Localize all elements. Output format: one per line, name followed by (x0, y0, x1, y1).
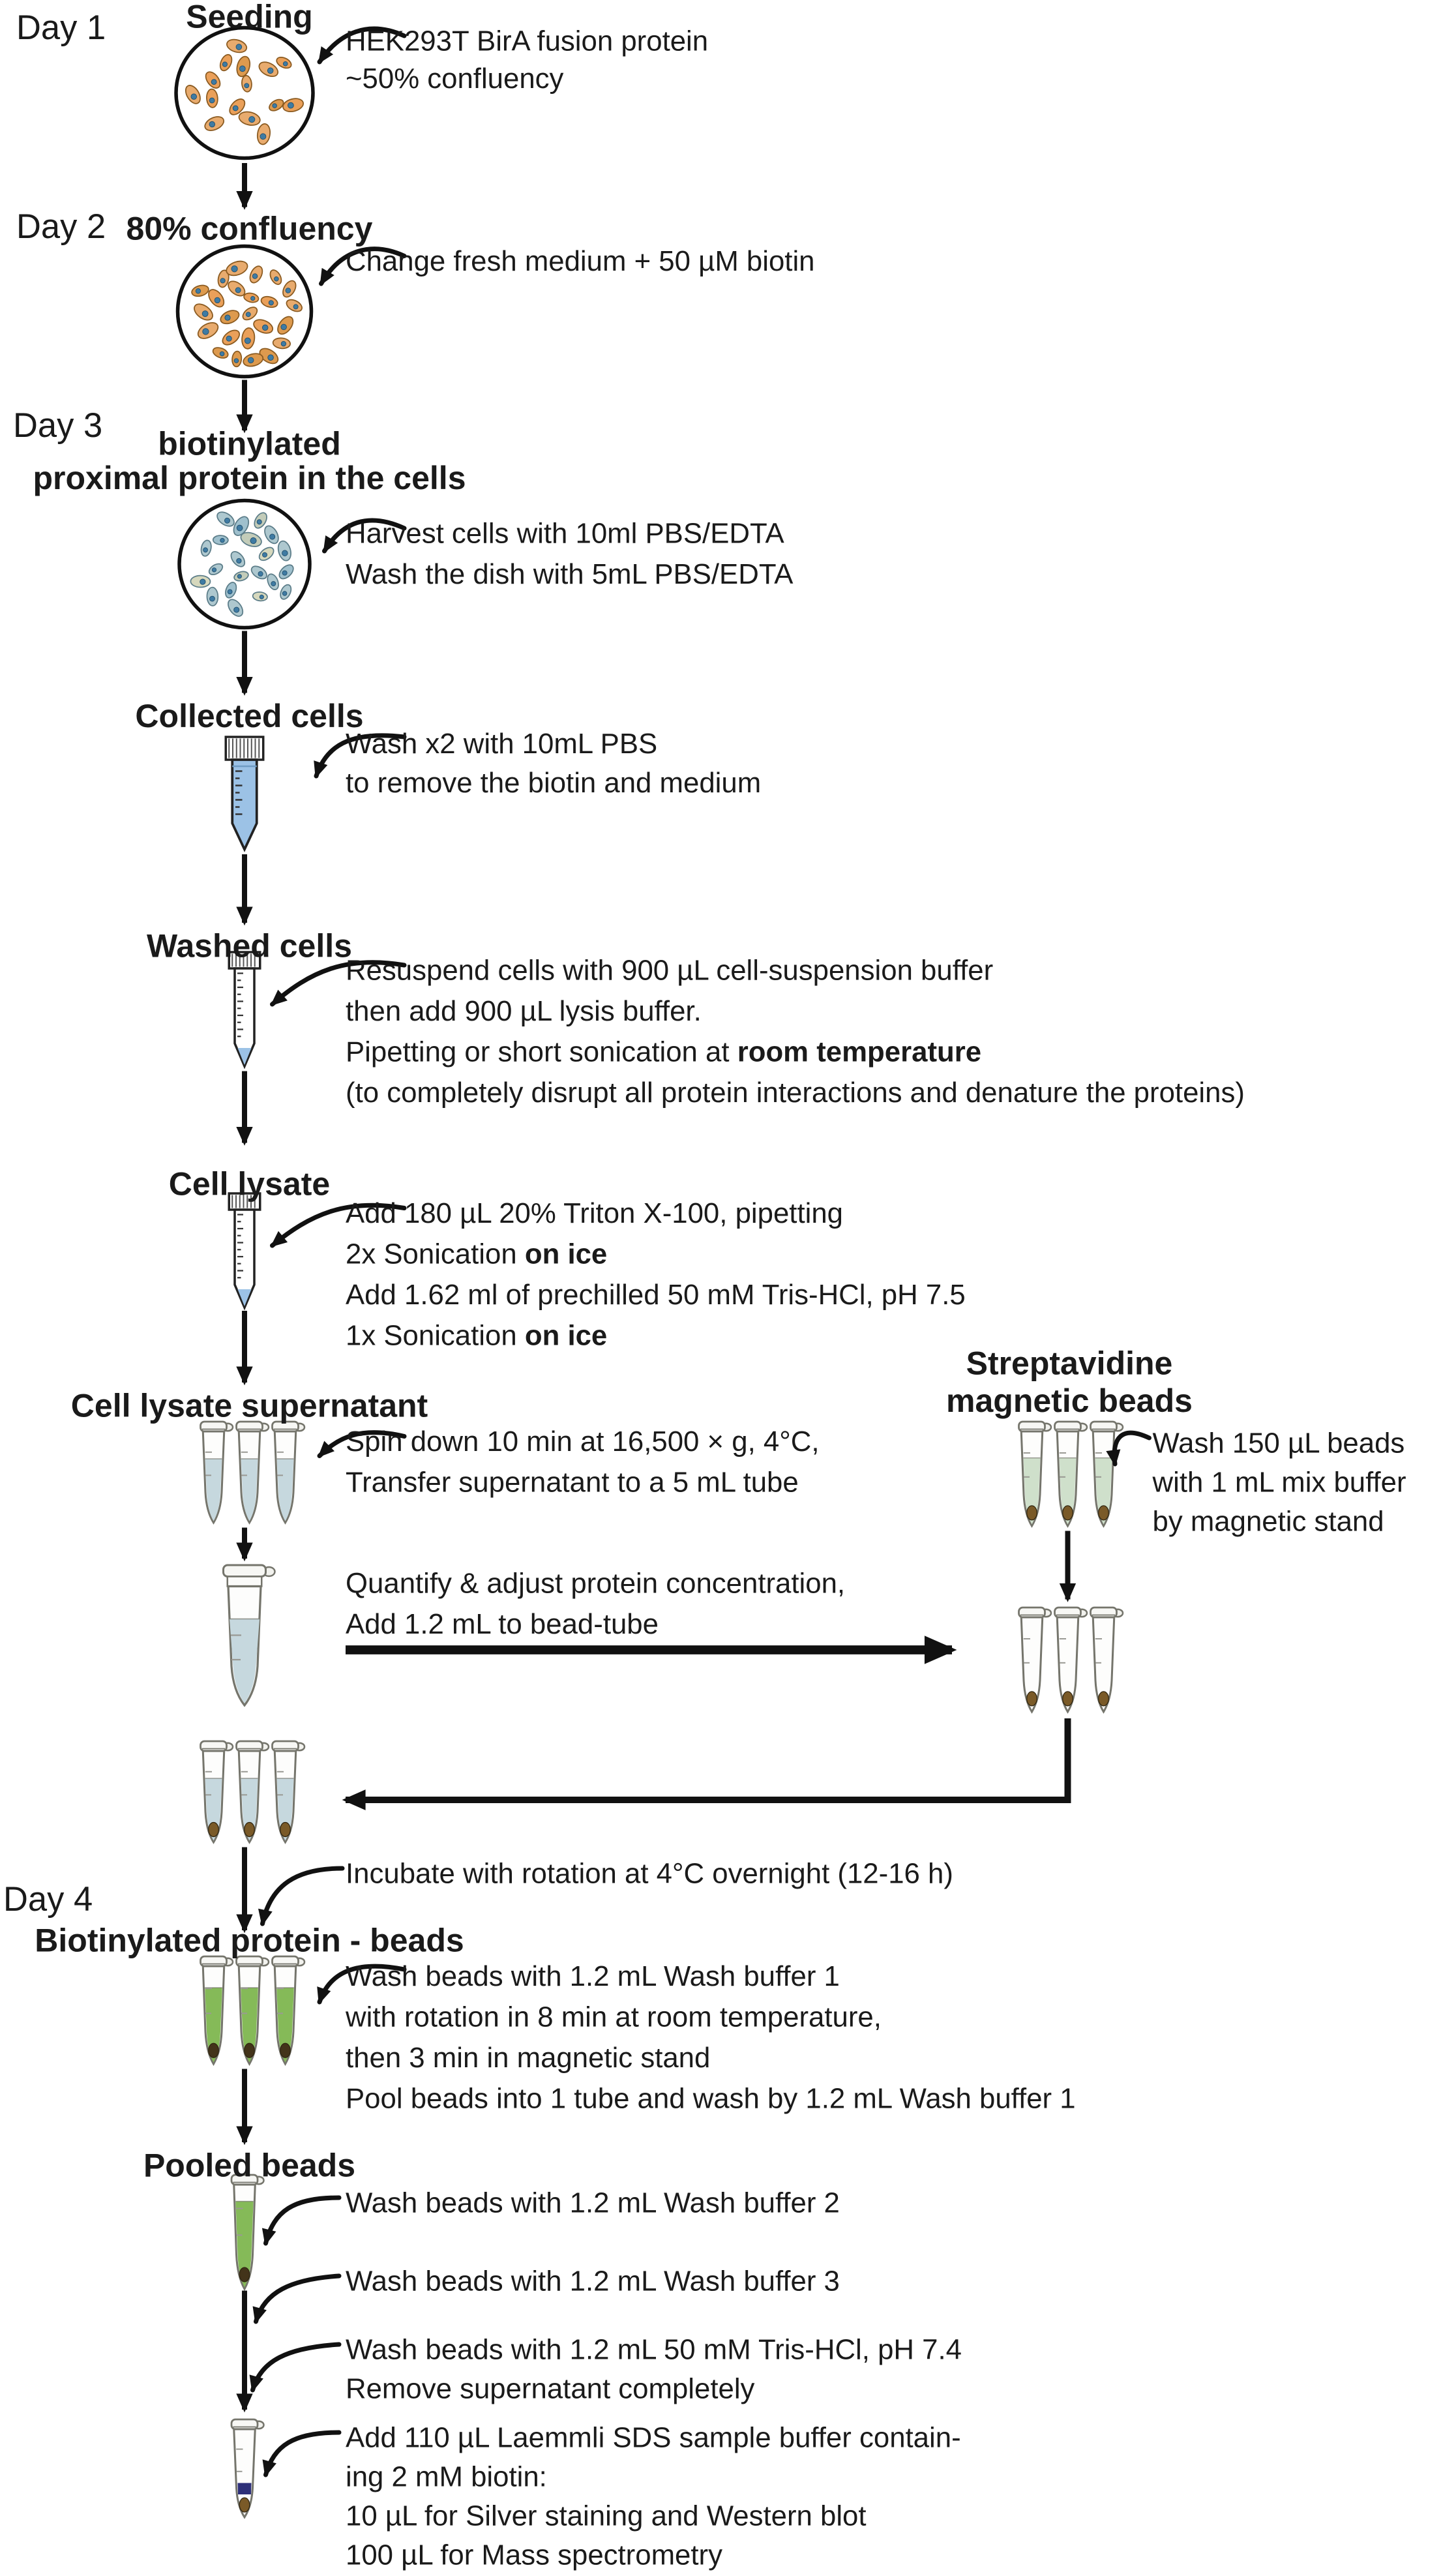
five-ml-tube (222, 1564, 276, 1707)
collected-cells-tube (224, 736, 265, 852)
harvest-dish (177, 498, 312, 630)
pointer-tris (249, 2342, 342, 2393)
pointer-collected (314, 733, 407, 779)
day3-note-2: Wash the dish with 5mL PBS/EDTA (346, 558, 794, 590)
day3-title-line1: biotinylated (158, 427, 341, 463)
pooled-beads-tube (230, 2174, 265, 2292)
day3-title-line2: proximal protein in the cells (33, 461, 466, 498)
pointer-washed (270, 960, 407, 1007)
elution-note-3: 10 µL for Silver staining and Western bl… (346, 2499, 867, 2532)
pointer-day2 (319, 247, 407, 286)
quantify-note-2: Add 1.2 mL to bead-tube (346, 1608, 659, 1640)
day2-label: Day 2 (16, 209, 106, 247)
return-arrow (342, 1718, 1071, 1810)
confluency-title: 80% confluency (126, 212, 373, 248)
incubate-note-1: Incubate with rotation at 4°C overnight … (346, 1857, 953, 1890)
elution-note-4: 100 µL for Mass spectrometry (346, 2538, 722, 2571)
washed-cells-tube (228, 951, 261, 1069)
day2-note-1: Change fresh medium + 50 µM biotin (346, 245, 815, 277)
confluent-dish (175, 244, 314, 379)
pointer-elution (262, 2430, 342, 2477)
pointer-supernatant (317, 1430, 407, 1458)
pointer-day1 (317, 26, 407, 65)
bead-wash-note-4: Pool beads into 1 tube and wash by 1.2 m… (346, 2082, 1076, 2115)
elution-note-1: Add 110 µL Laemmli SDS sample buffer con… (346, 2421, 961, 2454)
pointer-day3 (322, 518, 407, 554)
bead-wash-note-2: with rotation in 8 min at room temperatu… (346, 2000, 882, 2033)
day1-note-2: ~50% confluency (346, 62, 564, 95)
collected-note-1: Wash x2 with 10mL PBS (346, 727, 658, 760)
strep-note-2: with 1 mL mix buffer (1152, 1465, 1406, 1499)
strep-title-line2: magnetic beads (946, 1384, 1193, 1420)
pointer-incubate (258, 1866, 345, 1926)
washed-note-3-bold: room temperature (737, 1035, 982, 1068)
biotinylated-bead-tubes (200, 1955, 306, 2066)
supernatant-note-2: Transfer supernatant to a 5 mL tube (346, 1465, 799, 1499)
pooled-note-3: Wash beads with 1.2 mL 50 mM Tris-HCl, p… (346, 2333, 962, 2366)
seeding-title: Seeding (186, 0, 313, 36)
lysate-note-4-text: 1x Sonication (346, 1319, 525, 1352)
bead-wash-note-1: Wash beads with 1.2 mL Wash buffer 1 (346, 1960, 840, 1992)
pooled-note-4: Remove supernatant completely (346, 2372, 755, 2405)
washed-note-1: Resuspend cells with 900 µL cell-suspens… (346, 953, 994, 987)
pointer-lysate (270, 1203, 407, 1248)
lysate-note-3: Add 1.62 ml of prechilled 50 mM Tris-HCl… (346, 1278, 966, 1311)
cell-lysate-title: Cell lysate (168, 1167, 331, 1203)
lysate-note-2-text: 2x Sonication (346, 1237, 525, 1270)
pooled-note-2: Wash beads with 1.2 mL Wash buffer 3 (346, 2264, 840, 2297)
collected-note-2: to remove the biotin and medium (346, 766, 762, 799)
pointer-wash3 (252, 2273, 342, 2324)
elution-note-2: ing 2 mM biotin: (346, 2460, 547, 2493)
day1-note-1: HEK293T BirA fusion protein (346, 24, 709, 57)
day1-label: Day 1 (16, 10, 106, 48)
day3-label: Day 3 (13, 408, 103, 445)
washed-note-2: then add 900 µL lysis buffer. (346, 994, 702, 1027)
washed-note-3-text: Pipetting or short sonication at (346, 1035, 737, 1068)
lysate-plus-bead-tubes (200, 1740, 306, 1844)
day3-note-1: Harvest cells with 10ml PBS/EDTA (346, 516, 784, 550)
seeding-dish (174, 25, 315, 160)
strep-note-1: Wash 150 µL beads (1152, 1426, 1405, 1459)
elution-tube (230, 2418, 265, 2519)
collected-cells-title: Collected cells (135, 699, 364, 736)
pooled-note-1: Wash beads with 1.2 mL Wash buffer 2 (346, 2186, 840, 2219)
supernatant-tubes (200, 1420, 306, 1525)
pointer-strep (1106, 1430, 1151, 1467)
supernatant-note-1: Spin down 10 min at 16,500 × g, 4°C, (346, 1425, 820, 1458)
strep-title-line1: Streptavidine (966, 1347, 1173, 1383)
strep-note-3: by magnetic stand (1152, 1504, 1384, 1538)
pointer-bead-wash (317, 1964, 407, 2005)
supernatant-title: Cell lysate supernatant (70, 1389, 428, 1425)
lysate-note-2-bold: on ice (524, 1237, 608, 1270)
lysate-note-2: 2x Sonication on ice (346, 1237, 608, 1271)
bead-wash-note-3: then 3 min in magnetic stand (346, 2041, 711, 2074)
day4-label: Day 4 (3, 1881, 93, 1919)
washed-note-4: (to completely disrupt all protein inter… (346, 1076, 1245, 1109)
pointer-wash2 (261, 2195, 342, 2246)
lysate-note-1: Add 180 µL 20% Triton X-100, pipetting (346, 1197, 844, 1229)
cell-lysate-tube (228, 1192, 261, 1311)
washed-bead-tubes (1018, 1606, 1124, 1714)
pooled-beads-title: Pooled beads (143, 2149, 356, 2185)
quantify-note-1: Quantify & adjust protein concentration, (346, 1566, 846, 1600)
strep-bead-tubes (1018, 1420, 1124, 1528)
washed-note-3: Pipetting or short sonication at room te… (346, 1035, 982, 1069)
biotinylated-beads-title: Biotinylated protein - beads (35, 1924, 464, 1960)
washed-cells-title: Washed cells (147, 929, 352, 965)
lysate-note-4: 1x Sonication on ice (346, 1319, 608, 1353)
lysate-note-4-bold: on ice (524, 1319, 608, 1352)
